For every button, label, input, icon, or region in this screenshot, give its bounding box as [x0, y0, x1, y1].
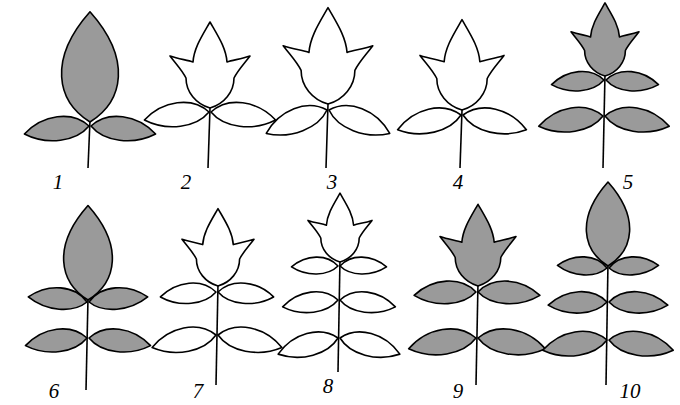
leaf: [23, 12, 158, 168]
leaf: [537, 3, 672, 168]
callout-number: 6: [49, 381, 60, 402]
leaf: [406, 204, 547, 385]
callout-number: 4: [453, 172, 464, 193]
callout-number: 9: [453, 381, 464, 402]
leaf: [143, 22, 278, 168]
callout-number: 3: [327, 172, 338, 193]
callout-number: 5: [623, 172, 634, 193]
leaf: [541, 182, 676, 385]
leaf: [395, 20, 530, 168]
leaf: [275, 193, 403, 372]
callout-number: 10: [620, 381, 641, 402]
leaf: [262, 8, 395, 168]
callout-number: 2: [181, 172, 192, 193]
leaf: [24, 206, 152, 391]
callout-number: 8: [323, 376, 334, 397]
callout-number: 7: [193, 381, 204, 402]
callout-number: 1: [53, 172, 64, 193]
leaf: [150, 209, 285, 385]
